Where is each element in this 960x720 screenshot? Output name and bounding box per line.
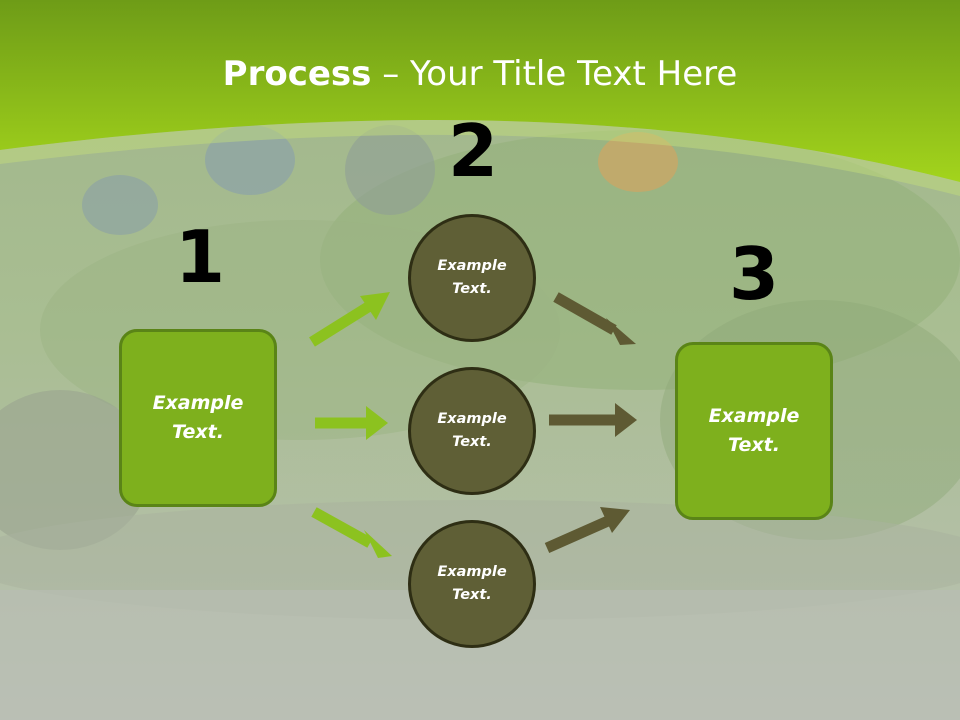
step-number-2: 2 <box>447 109 499 193</box>
slide-title: Process – Your Title Text Here <box>0 52 960 96</box>
circle-middle-label: Example Text. <box>437 411 507 450</box>
title-separator: – <box>371 54 411 94</box>
circle-top-label: Example Text. <box>437 258 507 297</box>
left-box-label: Example Text. <box>152 392 244 443</box>
circle-middle: Example Text. <box>408 367 536 495</box>
right-box: Example Text. <box>675 342 833 520</box>
circle-bottom: Example Text. <box>408 520 536 648</box>
left-box: Example Text. <box>119 329 277 507</box>
circle-bottom-label: Example Text. <box>437 564 507 603</box>
title-rest: Your Title Text Here <box>410 54 738 94</box>
step-number-1: 1 <box>174 215 226 299</box>
title-bold: Process <box>222 54 372 94</box>
right-box-label: Example Text. <box>708 405 800 456</box>
step-number-3: 3 <box>728 232 780 316</box>
circle-top: Example Text. <box>408 214 536 342</box>
